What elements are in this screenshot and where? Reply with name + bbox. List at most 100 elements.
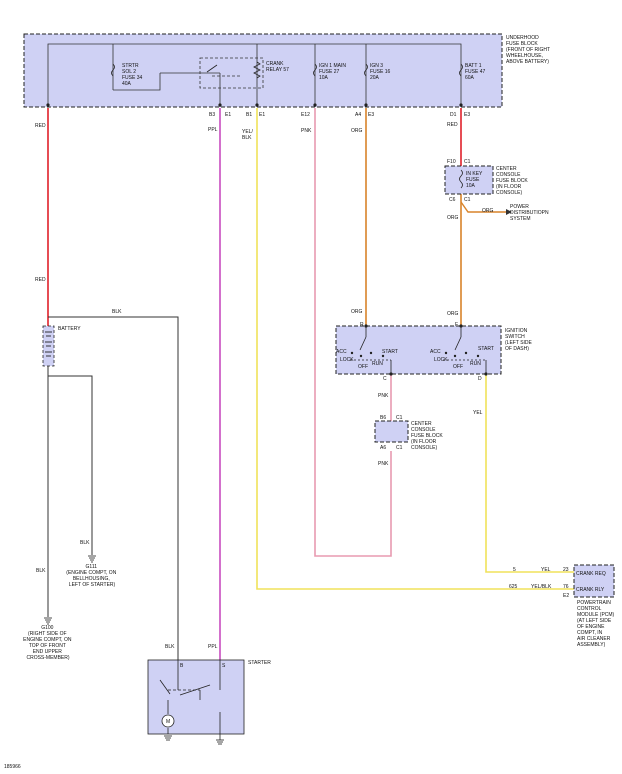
wire-label-ppl-2: PPL xyxy=(208,644,218,650)
svg-text:A4: A4 xyxy=(355,112,361,118)
g111-label: G111 (ENGINE COMPT, ON BELLHOUSING, LEFT… xyxy=(66,564,117,588)
motor-icon xyxy=(161,714,175,728)
figure-id: 185966 xyxy=(4,764,21,770)
svg-text:ACC: ACC xyxy=(336,349,347,355)
wire-label-625: 625 xyxy=(509,584,518,590)
svg-text:RUN: RUN xyxy=(470,361,481,367)
wire-label-org-4: ORG xyxy=(447,311,459,317)
wire-org-branch xyxy=(460,201,506,213)
svg-text:C6: C6 xyxy=(449,197,456,203)
wire-label-yelblk-2: YEL/BLK xyxy=(531,584,552,590)
svg-text:C1: C1 xyxy=(396,445,403,451)
svg-text:START: START xyxy=(382,349,398,355)
center-console-2 xyxy=(374,420,409,443)
pcm-crank-req: CRANK REQ xyxy=(576,571,606,577)
pcm-pins: 23 76 E2 xyxy=(563,567,569,599)
center-console-2-pins: B6 C1 A6 C1 xyxy=(380,415,403,451)
wire-label-yelblk: YEL/ BLK xyxy=(242,129,254,141)
strtr-fuse-label: STRTR SOL 2 FUSE 34 40A xyxy=(122,63,144,87)
svg-text:OFF: OFF xyxy=(358,364,368,370)
starter-pin-b: B xyxy=(180,663,184,669)
svg-text:23: 23 xyxy=(563,567,569,573)
svg-text:START: START xyxy=(478,346,494,352)
ignition-switch xyxy=(335,325,502,375)
wire-label-pnk-3: PNK xyxy=(378,461,389,467)
starter-title: STARTER xyxy=(248,660,271,666)
ignition-contacts xyxy=(350,326,487,374)
ignition-position-labels: ACC LOCK OFF START RUN ACC LOCK OFF STAR… xyxy=(336,346,494,370)
svg-text:B1: B1 xyxy=(246,112,252,118)
svg-text:E3: E3 xyxy=(368,112,374,118)
wire-blk-starter xyxy=(48,316,179,660)
center-console-fuse-block xyxy=(444,165,494,195)
svg-text:D: D xyxy=(478,376,482,382)
wire-label-org-branch: ORG xyxy=(482,208,494,214)
pcm-title: POWERTRAIN CONTROL MODULE (PCM) (AT LEFT… xyxy=(577,600,616,648)
ground-icon xyxy=(88,555,96,563)
svg-text:E1: E1 xyxy=(259,112,265,118)
ign3-fuse-label: IGN 3 FUSE 16 20A xyxy=(370,63,392,81)
motor-label: M xyxy=(166,719,170,725)
svg-text:F: F xyxy=(455,322,458,328)
ignition-dots xyxy=(350,324,488,376)
wire-label-blk: BLK xyxy=(112,309,122,315)
wire-pnk-ign1 xyxy=(314,108,392,557)
wire-label-pnk-2: PNK xyxy=(378,393,389,399)
starter-pin-s: S xyxy=(222,663,226,669)
svg-text:D1: D1 xyxy=(450,112,457,118)
svg-text:LOCK: LOCK xyxy=(434,357,448,363)
ignition-title: IGNITION SWITCH (LEFT SIDE OF DASH) xyxy=(505,328,533,352)
underhood-pins: B3 E1 B1 E1 E12 A4 E3 D1 E3 xyxy=(209,112,470,118)
wire-label-org: ORG xyxy=(351,128,363,134)
svg-text:C1: C1 xyxy=(464,159,471,165)
svg-text:ACC: ACC xyxy=(430,349,441,355)
fuse-icon xyxy=(459,169,463,189)
underhood-title: UNDERHOOD FUSE BLOCK (FRONT OF RIGHT WHE… xyxy=(506,35,551,65)
wire-label-ppl: PPL xyxy=(208,127,218,133)
svg-text:76: 76 xyxy=(563,584,569,590)
center-console-title: CENTER CONSOLE FUSE BLOCK (IN FLOOR CONS… xyxy=(496,166,529,196)
wire-label-yel: YEL xyxy=(473,410,483,416)
wire-blk-g111 xyxy=(48,375,93,555)
starter-internal xyxy=(159,660,221,740)
wire-yel-blk xyxy=(256,108,574,590)
ign1-fuse-label: IGN 1 MAIN FUSE 27 10A xyxy=(319,63,347,81)
svg-text:F10: F10 xyxy=(447,159,456,165)
center-console-fuse-label: IN KEY FUSE 10A xyxy=(466,171,484,189)
svg-text:OFF: OFF xyxy=(453,364,463,370)
wire-yel xyxy=(485,375,574,573)
svg-text:R: R xyxy=(360,322,364,328)
wire-label-red-2: RED xyxy=(447,122,458,128)
svg-text:LOCK: LOCK xyxy=(340,357,354,363)
svg-text:E2: E2 xyxy=(563,593,569,599)
wire-label-org-2: ORG xyxy=(447,215,459,221)
pcm-crank-rly: CRANK RLY xyxy=(576,587,605,593)
wire-label-org-3: ORG xyxy=(351,309,363,315)
svg-text:B6: B6 xyxy=(380,415,386,421)
pin-dots xyxy=(46,103,463,107)
svg-text:A6: A6 xyxy=(380,445,386,451)
svg-text:E1: E1 xyxy=(225,112,231,118)
ground-icon xyxy=(44,617,52,625)
center-console-pins: F10 C1 C6 C1 xyxy=(447,159,471,203)
svg-text:RUN: RUN xyxy=(372,361,383,367)
wire-label-pnk: PNK xyxy=(301,128,312,134)
pcm-module xyxy=(573,564,615,598)
svg-text:C1: C1 xyxy=(396,415,403,421)
ground-icon xyxy=(164,735,224,745)
fuse-icons xyxy=(111,61,463,79)
battery-icon xyxy=(45,331,52,357)
ignition-pins: R F C D xyxy=(360,322,482,382)
battery-label: BATTERY xyxy=(58,326,81,332)
wire-label-5: 5 xyxy=(513,567,516,573)
svg-text:B3: B3 xyxy=(209,112,215,118)
svg-text:C1: C1 xyxy=(464,197,471,203)
svg-text:E3: E3 xyxy=(464,112,470,118)
wire-label-yel-2: YEL xyxy=(541,567,551,573)
batt1-fuse-label: BATT 1 FUSE 47 60A xyxy=(465,63,487,81)
wire-label-blk-4: BLK xyxy=(165,644,175,650)
arrow-icon xyxy=(506,209,512,215)
svg-text:C: C xyxy=(383,376,387,382)
svg-text:E12: E12 xyxy=(301,112,310,118)
